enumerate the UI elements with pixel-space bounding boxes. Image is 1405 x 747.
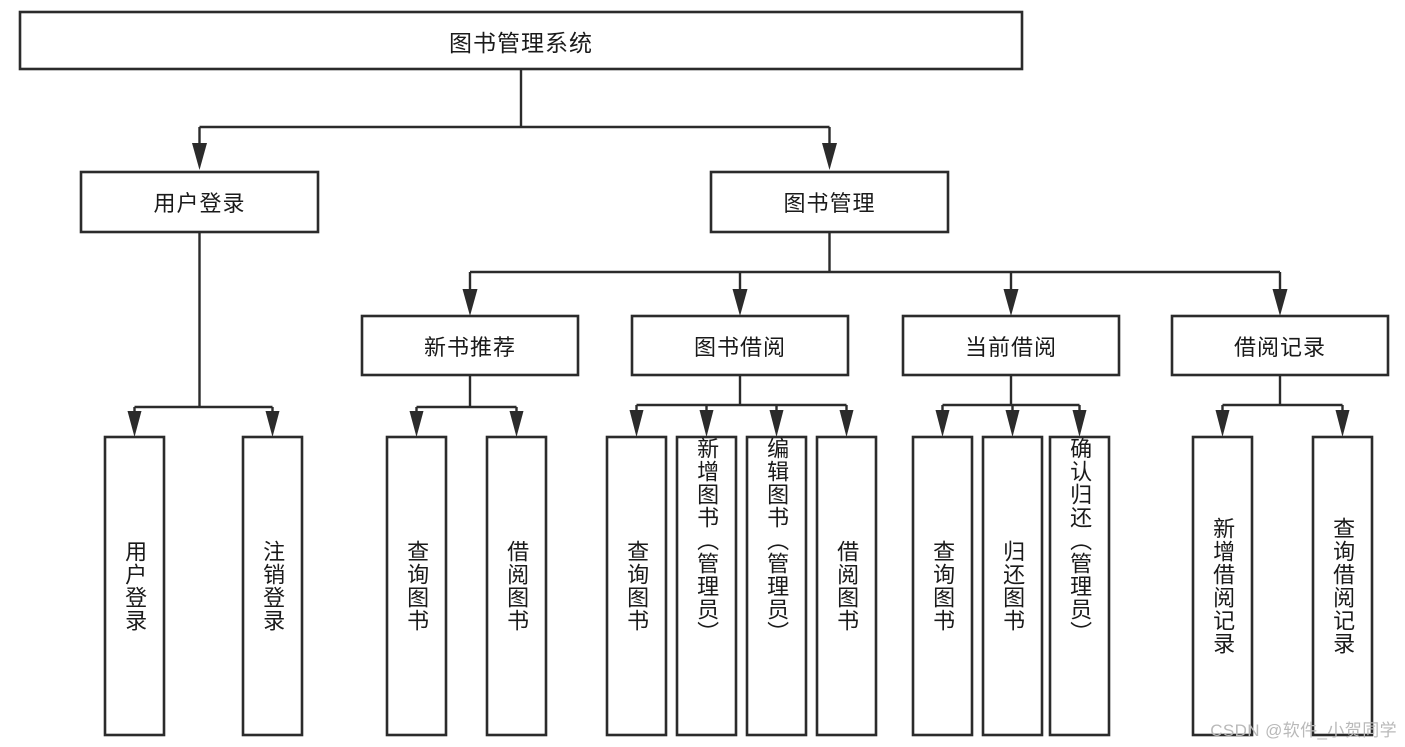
node-box-leaf-user-login[interactable]	[103, 435, 166, 737]
connector-group-book-borrow	[629, 375, 854, 437]
connector-group-new-book-recommend	[409, 375, 524, 437]
node-box-leaf-add-borrow-record[interactable]	[1191, 435, 1254, 737]
arrow-head-leaf-borrow-book-bb	[839, 410, 854, 437]
arrow-head-leaf-user-login	[127, 411, 142, 437]
arrow-head-leaf-edit-book-admin	[769, 410, 784, 437]
node-box-leaf-borrow-book-bb[interactable]	[815, 435, 878, 737]
node-box-borrow-record[interactable]	[1170, 314, 1390, 377]
connector-group-current-borrow	[935, 375, 1087, 437]
node-box-user-login[interactable]	[79, 170, 320, 234]
arrow-head-leaf-query-book-bb	[629, 410, 644, 437]
arrow-head-leaf-add-book-admin	[699, 410, 714, 437]
node-box-leaf-query-borrow-record[interactable]	[1311, 435, 1374, 737]
node-box-root[interactable]	[18, 10, 1024, 71]
arrow-head-new-book-recommend	[462, 289, 478, 316]
arrow-head-current-borrow	[1003, 289, 1019, 316]
connector-group-borrow-record	[1215, 375, 1350, 437]
connector-group-root	[192, 69, 837, 170]
node-box-book-borrow[interactable]	[630, 314, 850, 377]
arrow-head-leaf-confirm-return-admin	[1072, 410, 1087, 437]
node-box-leaf-confirm-return-admin[interactable]	[1048, 435, 1111, 737]
node-box-leaf-user-logout[interactable]	[241, 435, 304, 737]
arrow-head-leaf-borrow-book-nbr	[509, 411, 524, 437]
node-box-leaf-query-book-nbr[interactable]	[385, 435, 448, 737]
node-box-leaf-return-book[interactable]	[981, 435, 1044, 737]
arrow-head-leaf-return-book	[1005, 410, 1020, 437]
node-box-book-manage[interactable]	[709, 170, 950, 234]
arrow-head-borrow-record	[1272, 289, 1288, 316]
arrow-head-book-borrow	[732, 289, 748, 316]
node-box-current-borrow[interactable]	[901, 314, 1121, 377]
node-box-leaf-borrow-book-nbr[interactable]	[485, 435, 548, 737]
arrow-head-leaf-query-book-nbr	[409, 411, 424, 437]
arrow-head-user-login	[192, 143, 207, 170]
node-box-new-book-recommend[interactable]	[360, 314, 580, 377]
arrow-head-leaf-user-logout	[265, 411, 280, 437]
node-box-leaf-query-book-cb[interactable]	[911, 435, 974, 737]
arrow-head-leaf-query-borrow-record	[1335, 410, 1350, 437]
arrow-head-leaf-add-borrow-record	[1215, 410, 1230, 437]
node-box-leaf-add-book-admin[interactable]	[675, 435, 738, 737]
connector-group-user-login	[127, 232, 280, 437]
node-box-leaf-edit-book-admin[interactable]	[745, 435, 808, 737]
node-box-leaf-query-book-bb[interactable]	[605, 435, 668, 737]
arrow-head-leaf-query-book-cb	[935, 410, 950, 437]
connector-group-book-manage	[462, 232, 1288, 316]
arrow-head-book-manage	[822, 143, 837, 170]
